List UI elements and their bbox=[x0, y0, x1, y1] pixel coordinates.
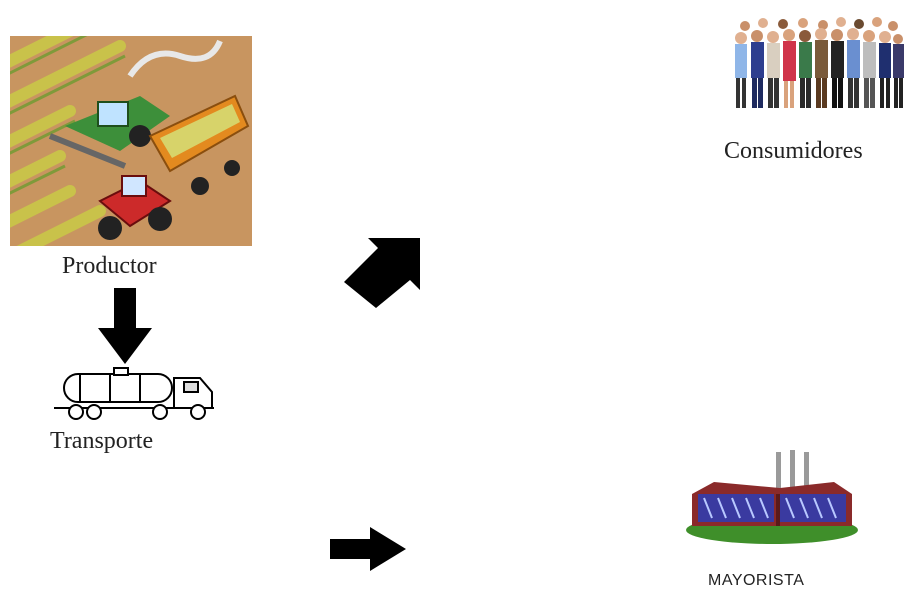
consumidores-node bbox=[733, 14, 905, 116]
arrow-right-icon bbox=[330, 527, 406, 571]
mayorista-label: MAYORISTA bbox=[708, 572, 804, 590]
arrow-down bbox=[98, 288, 152, 364]
productor-node bbox=[10, 36, 252, 246]
arrow-up-right bbox=[344, 232, 422, 308]
arrow-up-right-icon bbox=[344, 232, 422, 308]
consumidores-label: Consumidores bbox=[724, 138, 863, 165]
farm-harvest-icon bbox=[10, 36, 252, 246]
transporte-label: Transporte bbox=[50, 428, 153, 455]
arrow-down-icon bbox=[98, 288, 152, 364]
transporte-node bbox=[50, 364, 218, 422]
factory-icon bbox=[684, 448, 860, 548]
tanker-truck-icon bbox=[50, 364, 218, 422]
productor-label: Productor bbox=[62, 253, 157, 280]
arrow-right bbox=[330, 527, 406, 571]
people-group-icon bbox=[733, 14, 905, 116]
mayorista-node bbox=[684, 448, 860, 548]
